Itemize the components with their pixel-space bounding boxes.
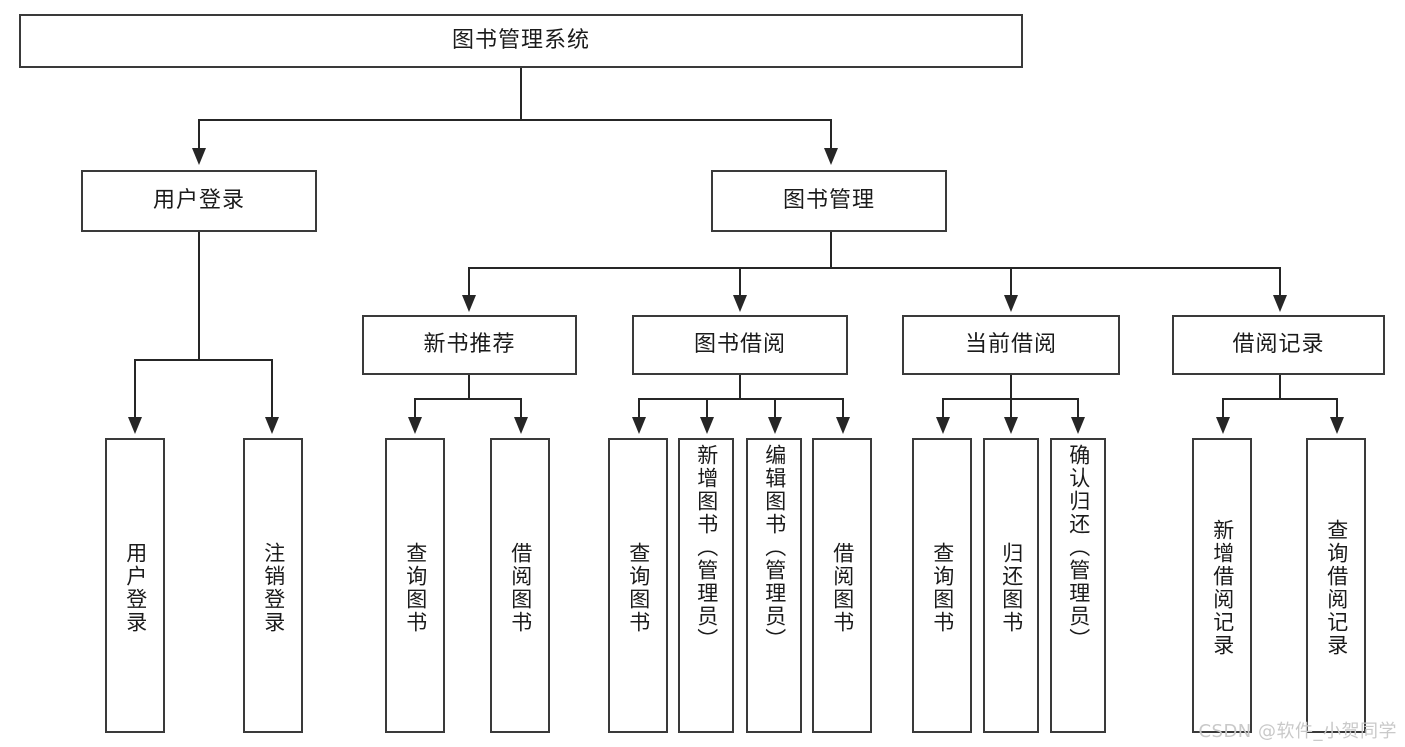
arrowhead-leaf-logout (265, 417, 279, 434)
node-label: 查询图书 (626, 541, 651, 634)
leaf-add-borrow-record[interactable]: 新增借阅记录 (1192, 438, 1252, 733)
connector-bookborrow-drop-3 (774, 398, 776, 419)
connector-bookborrow-drop-4 (842, 398, 844, 419)
arrowhead-current-borrow (1004, 295, 1018, 312)
arrowhead-book-borrow (733, 295, 747, 312)
node-label: 用户登录 (123, 541, 148, 634)
connector-borrowrecord-stem (1279, 375, 1281, 399)
connector-root-drop-1 (198, 119, 200, 150)
arrowhead-leaf-confirm-return (1071, 417, 1085, 434)
leaf-query-book-recommend[interactable]: 查询图书 (385, 438, 445, 733)
arrowhead-leaf-query-record (1330, 417, 1344, 434)
node-label: 新增图书（管理员） (694, 444, 719, 651)
node-label: 查询图书 (403, 541, 428, 634)
connector-bookmanage-drop-1 (468, 267, 470, 297)
node-label: 图书管理系统 (451, 27, 590, 53)
arrowhead-leaf-query-book-2 (632, 417, 646, 434)
arrowhead-leaf-add-book (700, 417, 714, 434)
arrowhead-user-login (192, 148, 206, 165)
watermark-text: CSDN @软件_小贺同学 (1198, 721, 1397, 742)
arrowhead-leaf-return-book (1004, 417, 1018, 434)
node-current-borrow[interactable]: 当前借阅 (902, 315, 1120, 375)
node-book-borrow[interactable]: 图书借阅 (632, 315, 848, 375)
arrowhead-borrow-record (1273, 295, 1287, 312)
leaf-return-book[interactable]: 归还图书 (983, 438, 1039, 733)
node-label: 编辑图书（管理员） (762, 444, 787, 651)
node-book-management[interactable]: 图书管理 (711, 170, 947, 232)
node-label: 归还图书 (999, 541, 1024, 634)
connector-bookmanage-drop-3 (1010, 267, 1012, 297)
leaf-query-book-current[interactable]: 查询图书 (912, 438, 972, 733)
connector-borrowrecord-drop-1 (1222, 398, 1224, 419)
leaf-confirm-return-admin[interactable]: 确认归还（管理员） (1050, 438, 1106, 733)
node-label: 查询借阅记录 (1324, 518, 1349, 657)
node-label: 借阅图书 (830, 541, 855, 634)
node-label: 新增借阅记录 (1210, 518, 1235, 657)
leaf-edit-book-admin[interactable]: 编辑图书（管理员） (746, 438, 802, 733)
node-label: 借阅记录 (1232, 331, 1325, 357)
connector-userlogin-bus (134, 359, 271, 361)
connector-currentborrow-drop-2 (1010, 398, 1012, 419)
connector-bookborrow-drop-1 (638, 398, 640, 419)
connector-root-drop-2 (830, 119, 832, 150)
node-label: 图书借阅 (693, 331, 786, 357)
connector-userlogin-stem (198, 232, 200, 360)
leaf-borrow-book-recommend[interactable]: 借阅图书 (490, 438, 550, 733)
leaf-add-book-admin[interactable]: 新增图书（管理员） (678, 438, 734, 733)
connector-newbook-stem (468, 375, 470, 399)
connector-newbook-bus (414, 398, 522, 400)
connector-bookmanage-stem (830, 232, 832, 268)
connector-root-stem (520, 68, 522, 120)
node-label: 图书管理 (782, 187, 875, 213)
connector-bookborrow-stem (739, 375, 741, 399)
node-label: 新书推荐 (423, 331, 516, 357)
node-label: 查询图书 (930, 541, 955, 634)
arrowhead-new-book-recommend (462, 295, 476, 312)
node-label: 借阅图书 (508, 541, 533, 634)
connector-bookmanage-drop-4 (1279, 267, 1281, 297)
arrowhead-leaf-add-record (1216, 417, 1230, 434)
node-label: 用户登录 (152, 187, 245, 213)
connector-bookborrow-bus (638, 398, 842, 400)
connector-newbook-drop-2 (520, 398, 522, 419)
node-new-book-recommend[interactable]: 新书推荐 (362, 315, 577, 375)
connector-borrowrecord-bus (1222, 398, 1338, 400)
leaf-borrow-book-borrow[interactable]: 借阅图书 (812, 438, 872, 733)
arrowhead-leaf-edit-book (768, 417, 782, 434)
node-label: 当前借阅 (964, 331, 1057, 357)
node-user-login[interactable]: 用户登录 (81, 170, 317, 232)
connector-currentborrow-stem (1010, 375, 1012, 399)
connector-root-bus (198, 119, 832, 121)
arrowhead-leaf-user-login (128, 417, 142, 434)
leaf-query-book-borrow[interactable]: 查询图书 (608, 438, 668, 733)
connector-newbook-drop-1 (414, 398, 416, 419)
node-label: 注销登录 (261, 541, 286, 634)
node-label: 确认归还（管理员） (1066, 444, 1091, 651)
node-root-system[interactable]: 图书管理系统 (19, 14, 1023, 68)
arrowhead-leaf-borrow-book-2 (836, 417, 850, 434)
connector-userlogin-drop-2 (271, 359, 273, 419)
leaf-user-login[interactable]: 用户登录 (105, 438, 165, 733)
connector-bookmanage-bus (468, 267, 1280, 269)
connector-borrowrecord-drop-2 (1336, 398, 1338, 419)
node-borrow-record[interactable]: 借阅记录 (1172, 315, 1385, 375)
connector-userlogin-drop-1 (134, 359, 136, 419)
connector-currentborrow-drop-3 (1077, 398, 1079, 419)
connector-bookmanage-drop-2 (739, 267, 741, 297)
connector-currentborrow-drop-1 (942, 398, 944, 419)
arrowhead-book-manage (824, 148, 838, 165)
arrowhead-leaf-query-book-1 (408, 417, 422, 434)
leaf-query-borrow-record[interactable]: 查询借阅记录 (1306, 438, 1366, 733)
arrowhead-leaf-query-book-3 (936, 417, 950, 434)
connector-bookborrow-drop-2 (706, 398, 708, 419)
leaf-logout[interactable]: 注销登录 (243, 438, 303, 733)
arrowhead-leaf-borrow-book-1 (514, 417, 528, 434)
